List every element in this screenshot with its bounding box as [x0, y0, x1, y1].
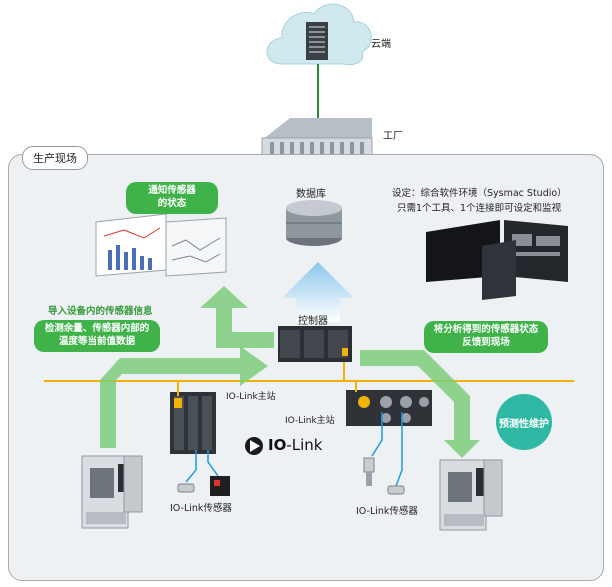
import-info-label: 导入设备内的传感器信息 — [48, 306, 153, 317]
factory-label: 工厂 — [383, 131, 403, 142]
notify-bubble: 通知传感器的状态 — [126, 182, 218, 214]
proximity-sensor-right-icon — [387, 485, 405, 495]
machine-left-icon — [81, 455, 143, 529]
feedback-bubble: 将分析得到的传感器状态反馈到现场 — [424, 321, 548, 353]
production-site-tag: 生产现场 — [22, 146, 88, 170]
controller-label: 控制器 — [298, 316, 328, 327]
predictive-maintenance-badge: 预测性维护 — [496, 394, 552, 450]
notify-arrow — [200, 286, 274, 348]
io-link-master-right-label: IO-Link主站 — [285, 416, 335, 426]
monitor-screens-icon — [95, 213, 227, 277]
detect-bubble: 检测余量、传感器内部的温度等当前值数据 — [34, 320, 160, 352]
settings-line1: 设定：综合软件环境（Sysmac Studio） — [392, 188, 567, 199]
io-link-logo-text: IO-Link — [268, 436, 323, 454]
machine-right-icon — [439, 459, 503, 531]
io-link-sensor-right-label: IO-Link传感器 — [356, 506, 418, 517]
database-icon — [286, 200, 342, 246]
upload-arrow — [282, 262, 354, 322]
io-link-logo-icon — [245, 437, 263, 455]
controller-icon — [278, 326, 352, 362]
io-link-master-left-icon — [170, 392, 216, 454]
feedback-arrow — [360, 350, 480, 458]
cloud-label: 云端 — [371, 39, 391, 50]
database-label: 数据库 — [296, 189, 326, 200]
io-link-master-right-icon — [346, 390, 432, 426]
photo-sensor-left-icon — [210, 476, 230, 496]
software-screens-icon — [426, 220, 568, 300]
pressure-sensor-right-icon — [363, 457, 375, 486]
io-link-sensor-left-label: IO-Link传感器 — [170, 503, 232, 514]
proximity-sensor-left-icon — [177, 483, 195, 493]
io-link-master-left-label: IO-Link主站 — [226, 392, 276, 402]
settings-line2: 只需1个工具、1个连接即可设定和监视 — [397, 203, 562, 214]
input-arrow — [100, 346, 268, 448]
